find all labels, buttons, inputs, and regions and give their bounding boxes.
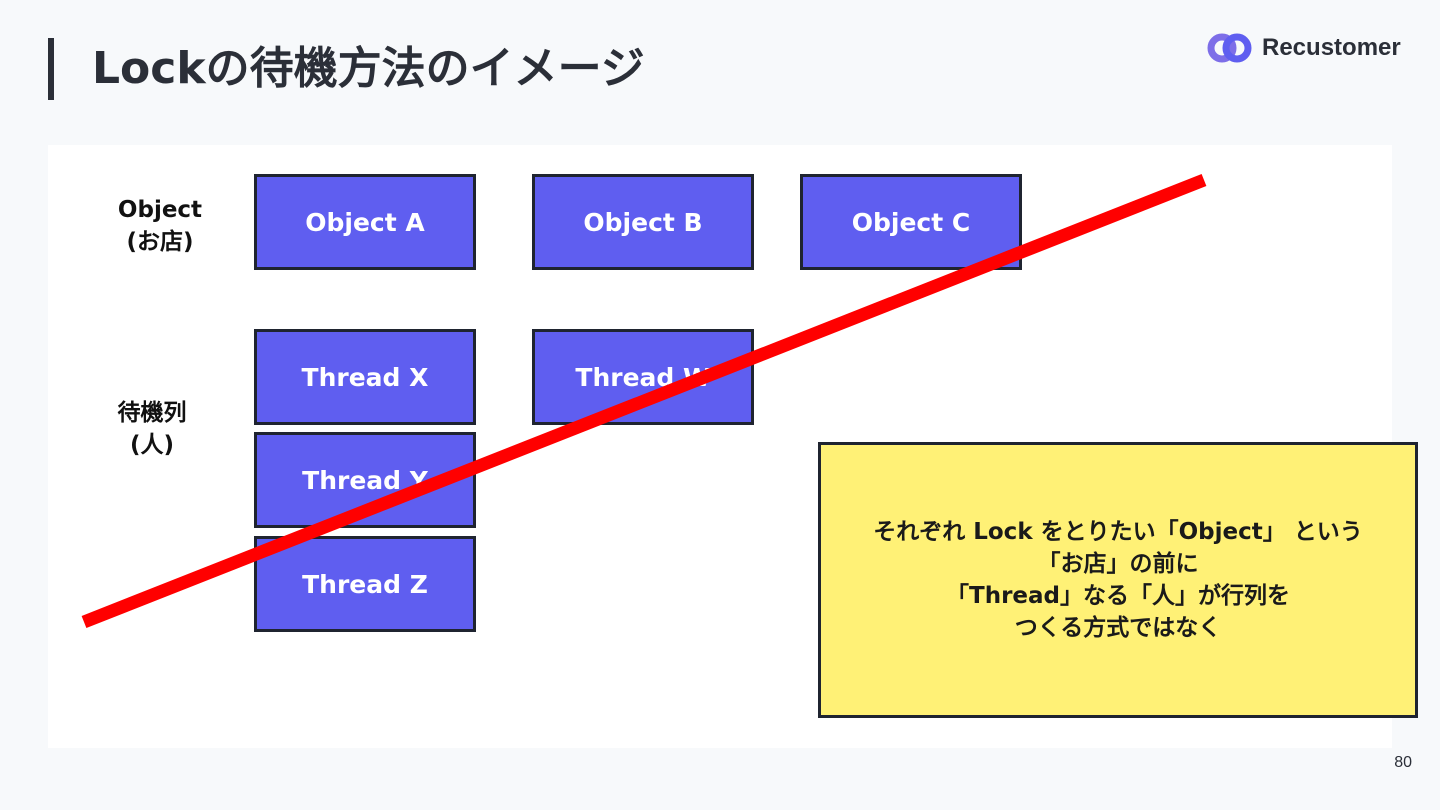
thread-x-box: Thread X [254, 329, 476, 425]
object-b-box: Object B [532, 174, 754, 270]
page-number: 80 [1394, 754, 1412, 771]
note-line: 「Thread」なる「人」が行列を [946, 583, 1290, 609]
thread-w-box: Thread W [532, 329, 754, 425]
logo-text: Recustomer [1262, 34, 1401, 61]
object-a-box: Object A [254, 174, 476, 270]
title-accent-bar [48, 38, 54, 100]
slide-title: Lockの待機方法のイメージ [92, 43, 645, 94]
thread-z-box: Thread Z [254, 536, 476, 632]
queue-row-label: 待機列 (人) [117, 400, 187, 458]
objects-row-label: Object (お店) [117, 197, 203, 255]
explanation-note: それぞれ Lock をとりたい「Object」 という 「お店」の前に 「Thr… [818, 442, 1418, 718]
note-line: それぞれ Lock をとりたい「Object」 という [873, 519, 1363, 545]
object-c-box: Object C [800, 174, 1022, 270]
note-line: 「お店」の前に [1037, 551, 1199, 577]
brand-logo: Recustomer [1206, 30, 1401, 66]
thread-y-box: Thread Y [254, 432, 476, 528]
note-line: つくる方式ではなく [1014, 615, 1222, 641]
recustomer-logo-icon [1207, 33, 1252, 63]
